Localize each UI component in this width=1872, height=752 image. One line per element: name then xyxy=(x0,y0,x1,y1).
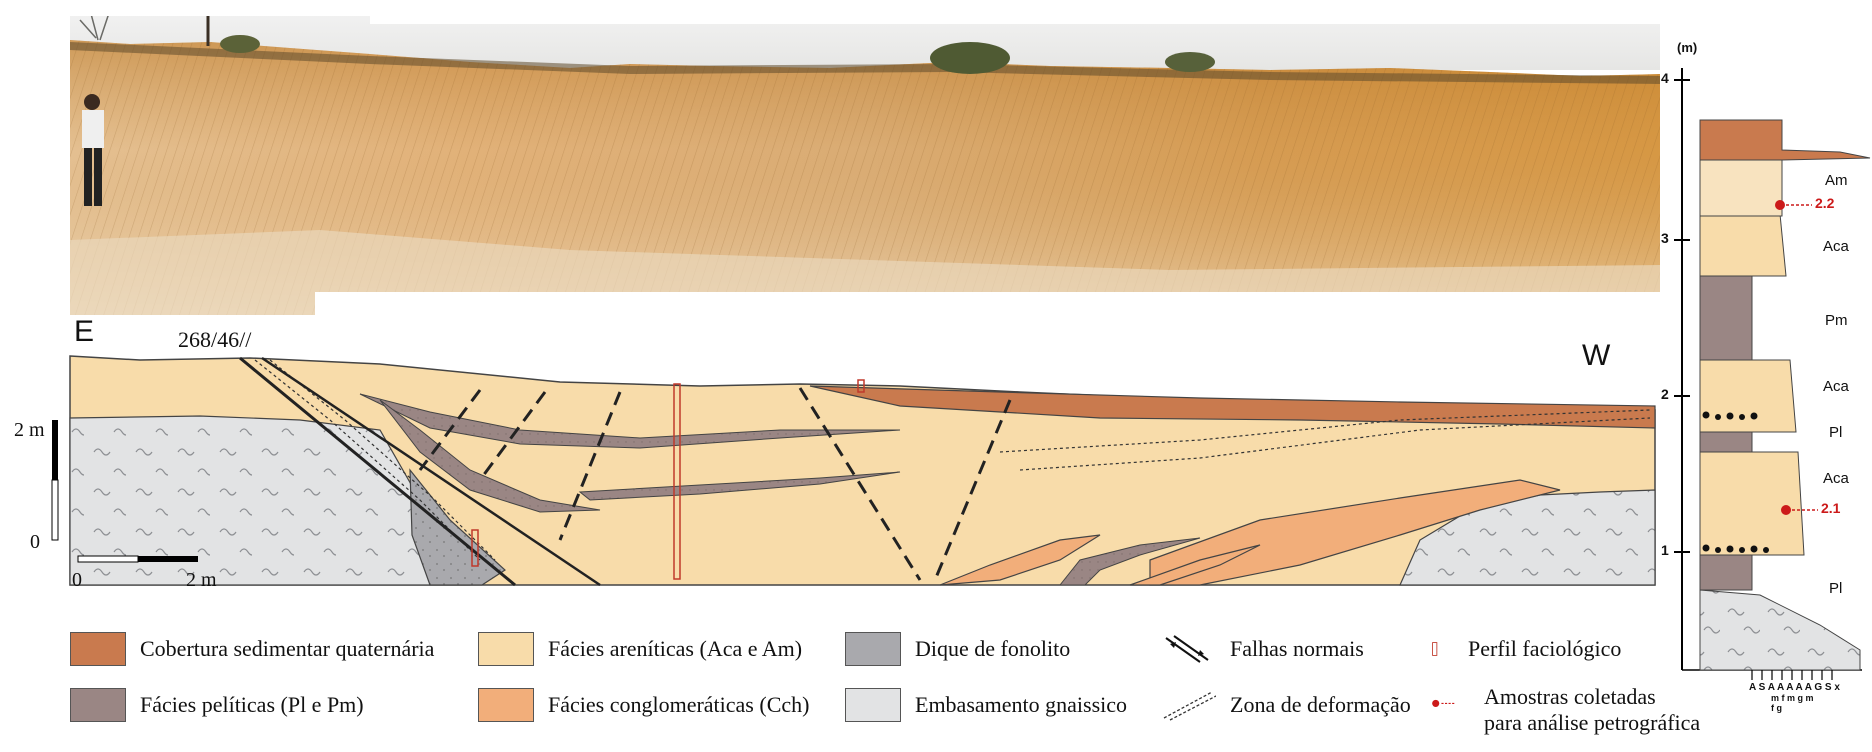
grain-axis-row-2: m f m g m xyxy=(1771,693,1814,703)
deformation-zone-icon xyxy=(1160,688,1216,722)
legend-item-sandstone: Fácies areníticas (Aca e Am) xyxy=(478,632,802,666)
legend-swatch-phonolite xyxy=(845,632,901,666)
legend-item-normal-faults: Falhas normais xyxy=(1160,632,1364,666)
vertical-scale-bar xyxy=(52,420,58,540)
legend-item-phonolite: Dique de fonolito xyxy=(845,632,1070,666)
legend-label-deformation: Zona de deformação xyxy=(1230,692,1411,718)
legend-swatch-quaternary xyxy=(70,632,126,666)
column-aca-middle xyxy=(1700,360,1796,432)
column-tick-1: 1 xyxy=(1661,542,1669,558)
vertical-scale-bottom-label: 0 xyxy=(30,531,40,554)
legend-label-quaternary: Cobertura sedimentar quaternária xyxy=(140,636,434,662)
outcrop-photo xyxy=(70,10,1660,315)
column-aca-lower xyxy=(1700,452,1804,555)
facies-label-pl-middle: Pl xyxy=(1829,424,1842,441)
attitude-label: 268/46// xyxy=(178,327,251,353)
column-aca-upper xyxy=(1700,214,1786,276)
legend-label-normal-faults: Falhas normais xyxy=(1230,636,1364,662)
legend-item-deformation: Zona de deformação xyxy=(1160,688,1411,722)
legend-label-conglomerate: Fácies conglomeráticas (Cch) xyxy=(548,692,809,718)
facies-label-aca-middle: Aca xyxy=(1823,378,1849,395)
legend-label-pelite: Fácies pelíticas (Pl e Pm) xyxy=(140,692,364,718)
legend-item-conglomerate: Fácies conglomeráticas (Cch) xyxy=(478,688,809,722)
legend-item-samples: Amostras coletadas para análise petrográ… xyxy=(1430,684,1700,736)
legend: Cobertura sedimentar quaternária Fácies … xyxy=(0,620,1660,747)
horizontal-scale-right-label: 2 m xyxy=(186,569,217,592)
legend-swatch-gneiss xyxy=(845,688,901,722)
facies-label-aca-lower: Aca xyxy=(1823,470,1849,487)
legend-label-samples-2: para análise petrográfica xyxy=(1484,710,1700,736)
vertical-scale-top-label: 2 m xyxy=(14,419,45,442)
grain-axis-row-1: A S A A A A A G S x xyxy=(1749,682,1840,693)
grain-axis-row-3: f g xyxy=(1771,703,1782,713)
profile-marker-icon xyxy=(1430,632,1454,666)
legend-item-profile: Perfil faciológico xyxy=(1430,632,1621,666)
column-tick-3: 3 xyxy=(1661,230,1669,246)
column-cover xyxy=(1700,120,1870,160)
facies-label-am: Am xyxy=(1825,172,1848,189)
column-pm xyxy=(1700,270,1752,360)
facies-label-pl-lower: Pl xyxy=(1829,580,1842,597)
outcrop-photo-image xyxy=(70,10,1660,315)
column-pl-lower xyxy=(1700,555,1752,590)
legend-label-samples-1: Amostras coletadas xyxy=(1484,684,1700,710)
horizontal-scale-bar xyxy=(78,556,198,562)
facies-label-pm: Pm xyxy=(1825,312,1848,329)
geological-cross-section: E W 268/46// 2 m 0 0 2 m xyxy=(0,305,1872,605)
column-unit-label: (m) xyxy=(1677,40,1697,55)
legend-swatch-sandstone xyxy=(478,632,534,666)
facies-label-aca-upper: Aca xyxy=(1823,238,1849,255)
normal-fault-icon xyxy=(1160,632,1216,666)
west-label: W xyxy=(1582,339,1610,373)
legend-swatch-conglomerate xyxy=(478,688,534,722)
legend-swatch-pelite xyxy=(70,688,126,722)
legend-label-phonolite: Dique de fonolito xyxy=(915,636,1070,662)
stratigraphic-column: (m) 4 3 2 1 Am Aca Pm Aca Pl Aca Pl 2.2 … xyxy=(1665,40,1872,747)
column-am xyxy=(1700,160,1782,216)
column-tick-4: 4 xyxy=(1661,70,1669,86)
sample-label-2-2: 2.2 xyxy=(1815,195,1834,211)
horizontal-scale-left-label: 0 xyxy=(72,569,82,592)
legend-item-gneiss: Embasamento gnaissico xyxy=(845,688,1127,722)
legend-label-gneiss: Embasamento gnaissico xyxy=(915,692,1127,718)
legend-label-profile: Perfil faciológico xyxy=(1468,636,1621,662)
sample-label-2-1: 2.1 xyxy=(1821,500,1840,516)
legend-item-quaternary: Cobertura sedimentar quaternária xyxy=(70,632,434,666)
column-tick-2: 2 xyxy=(1661,386,1669,402)
sample-dot-icon xyxy=(1430,690,1470,724)
east-label: E xyxy=(74,315,94,349)
column-basement xyxy=(1700,590,1860,670)
legend-label-sandstone: Fácies areníticas (Aca e Am) xyxy=(548,636,802,662)
legend-item-pelite: Fácies pelíticas (Pl e Pm) xyxy=(70,688,364,722)
